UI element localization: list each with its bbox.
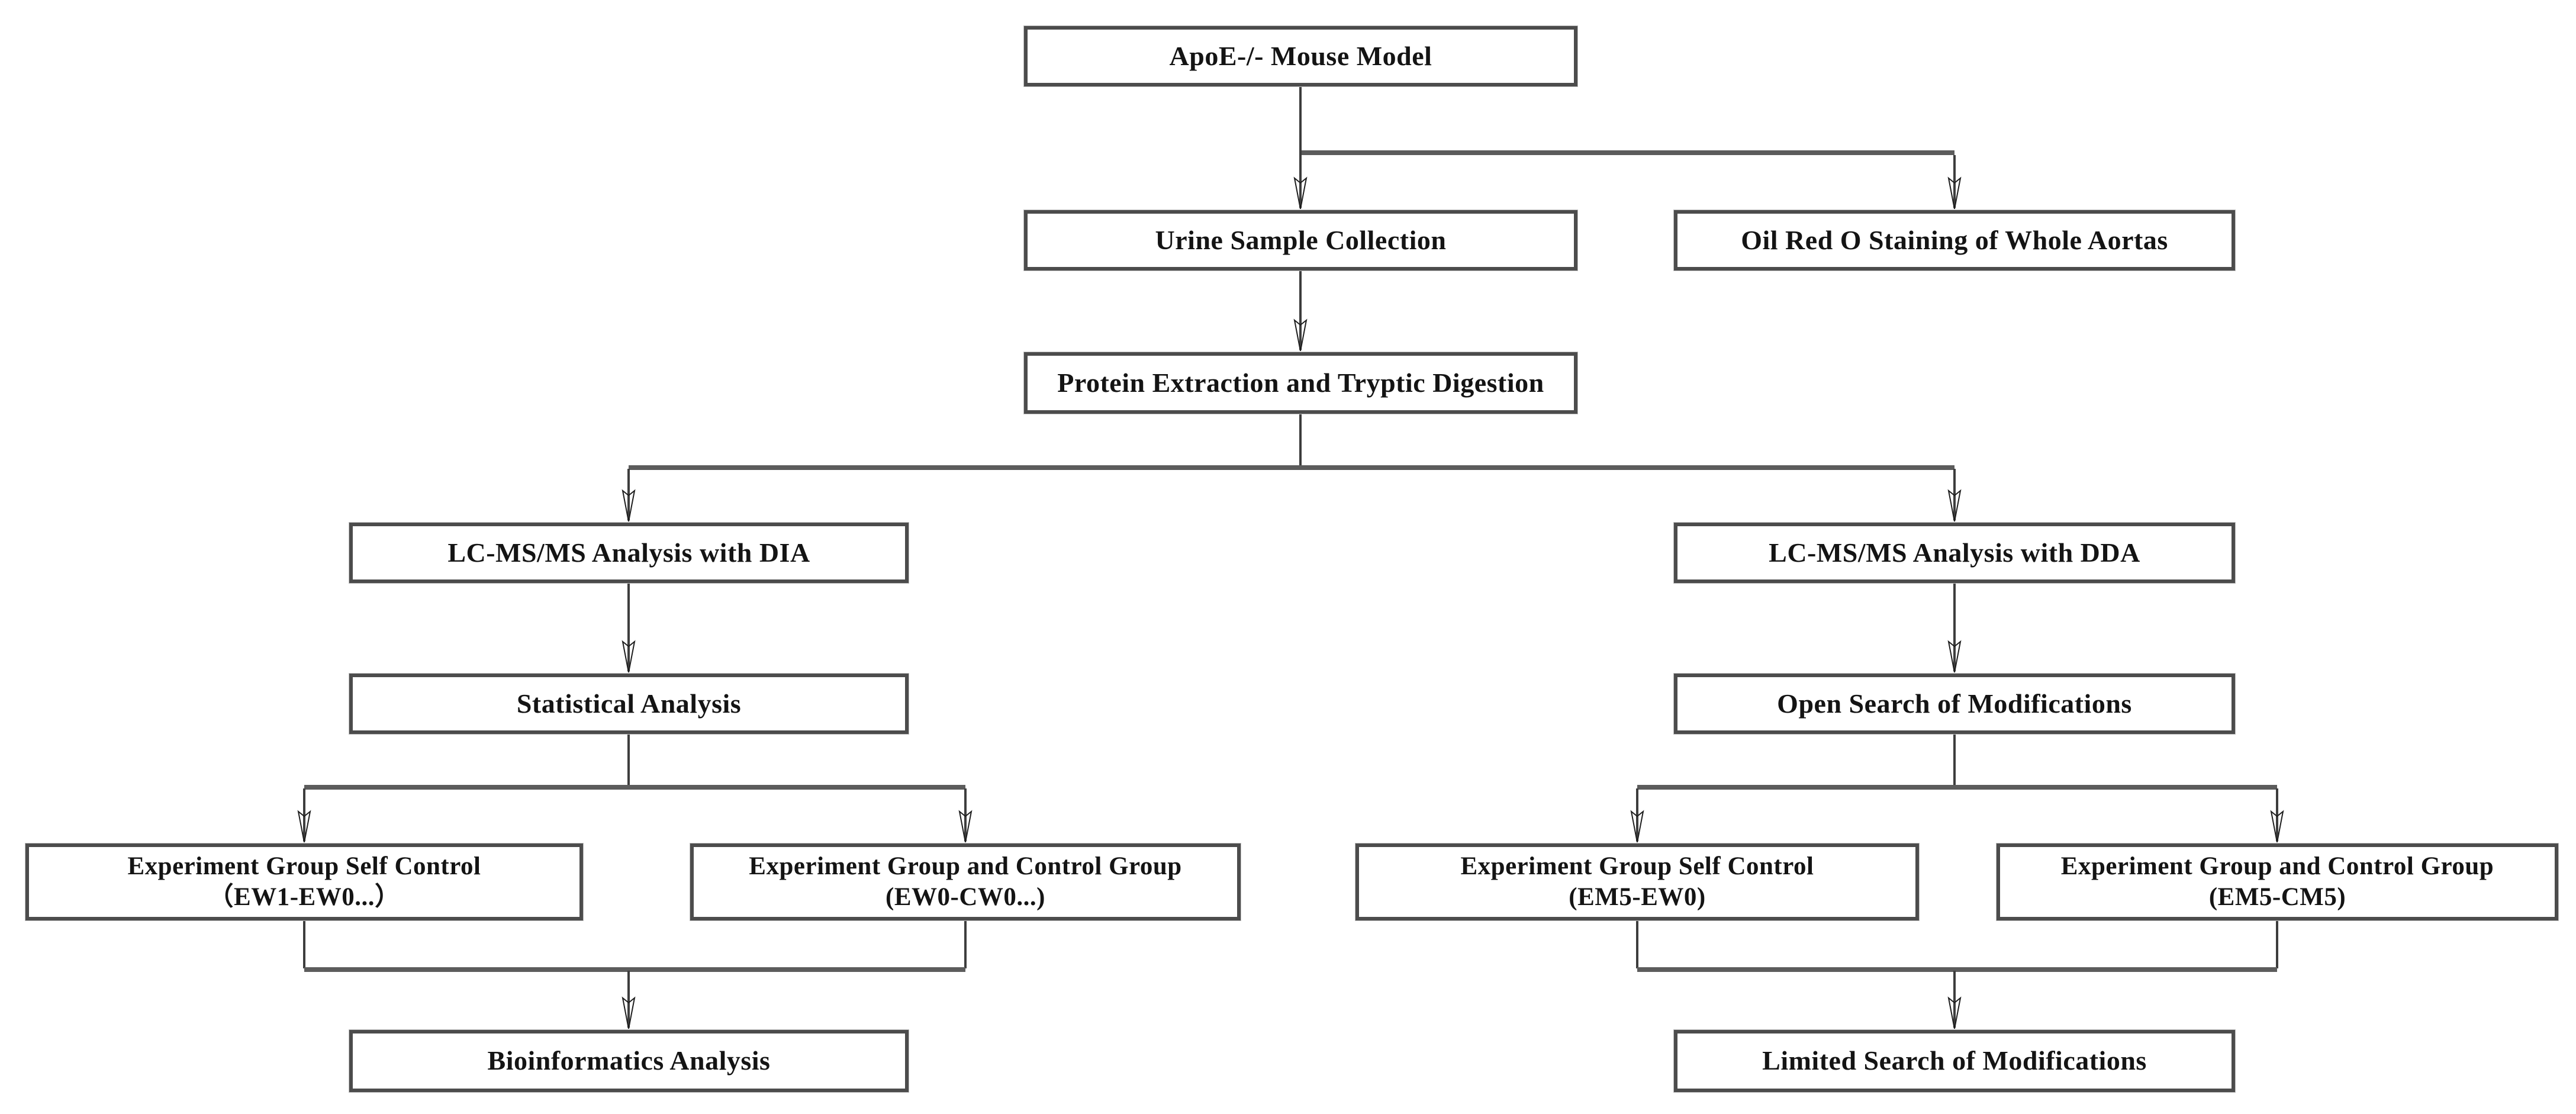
node-limited-search-modifications: Limited Search of Modifications [1674, 1030, 2235, 1092]
node-label: Urine Sample Collection [1155, 224, 1447, 255]
node-label: Open Search of Modifications [1777, 688, 2132, 719]
node-label: Experiment Group and Control Group [2060, 852, 2494, 880]
node-sublabel: （EW1-EW0...） [208, 883, 401, 911]
node-label: LC-MS/MS Analysis with DIA [447, 537, 810, 568]
node-lcmsms-dia: LC-MS/MS Analysis with DIA [349, 523, 909, 583]
node-bioinformatics-analysis: Bioinformatics Analysis [349, 1030, 909, 1092]
node-statistical-analysis: Statistical Analysis [349, 674, 909, 734]
node-group-and-control-ew0-cw0: Experiment Group and Control Group (EW0-… [690, 843, 1241, 920]
node-group-and-control-em5-cm5: Experiment Group and Control Group (EM5-… [1997, 843, 2558, 920]
node-sublabel: (EW0-CW0...) [886, 883, 1045, 911]
node-sublabel: (EM5-CM5) [2208, 883, 2346, 911]
node-sublabel: (EM5-EW0) [1569, 883, 1706, 911]
node-protein-extraction: Protein Extraction and Tryptic Digestion [1024, 352, 1577, 414]
node-label: Experiment Group and Control Group [749, 852, 1182, 880]
node-label: LC-MS/MS Analysis with DDA [1769, 537, 2140, 568]
node-apoe-mouse-model: ApoE-/- Mouse Model [1024, 26, 1577, 86]
node-label: Experiment Group Self Control [1460, 852, 1814, 880]
node-label: Protein Extraction and Tryptic Digestion [1057, 367, 1544, 398]
node-lcmsms-dda: LC-MS/MS Analysis with DDA [1674, 523, 2235, 583]
node-label: Statistical Analysis [516, 688, 742, 719]
node-group-self-control-ew1-ew0: Experiment Group Self Control （EW1-EW0..… [25, 843, 583, 920]
node-label: Experiment Group Self Control [127, 852, 481, 880]
node-group-self-control-em5-ew0: Experiment Group Self Control (EM5-EW0) [1355, 843, 1919, 920]
node-open-search-modifications: Open Search of Modifications [1674, 674, 2235, 734]
node-urine-sample-collection: Urine Sample Collection [1024, 210, 1577, 271]
node-oil-red-o-staining: Oil Red O Staining of Whole Aortas [1674, 210, 2235, 271]
node-label: ApoE-/- Mouse Model [1169, 40, 1432, 71]
node-label: Limited Search of Modifications [1762, 1045, 2147, 1076]
node-label: Oil Red O Staining of Whole Aortas [1741, 224, 2168, 255]
node-label: Bioinformatics Analysis [487, 1045, 771, 1076]
